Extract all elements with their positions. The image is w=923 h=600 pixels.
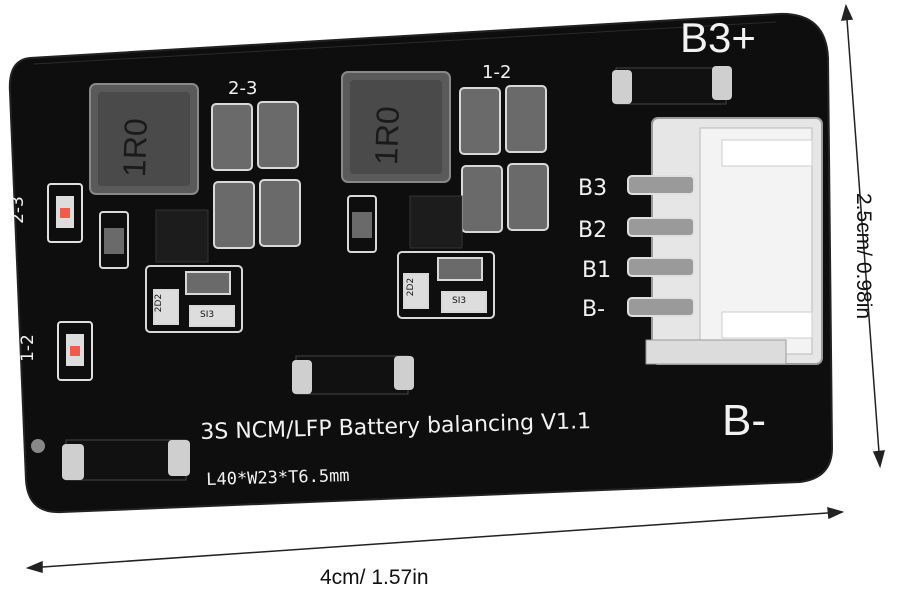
inductor-right: 1R0: [341, 71, 451, 183]
pin-label-b1: B1: [582, 258, 612, 283]
capacitor-group-left: [211, 101, 301, 249]
corner-label-b-minus: B-: [722, 396, 766, 445]
cap-group-label-2-3: 2-3: [228, 78, 258, 99]
height-dimension-line: [840, 3, 886, 469]
part-marking-si3-left: SI3: [200, 310, 215, 320]
led-2-3: [47, 183, 83, 243]
connector-pins: [627, 175, 695, 317]
smd-cluster-right: [397, 251, 495, 319]
shunt-resistor-top: [612, 66, 732, 105]
resistor-right: [347, 195, 377, 253]
inductor-left-marking: 1R0: [116, 118, 154, 178]
mounting-dot: [31, 439, 45, 453]
ic-chip-left: [155, 209, 209, 263]
smd-cluster-left: [145, 265, 243, 333]
resistor-left: [99, 211, 129, 269]
part-marking-2d2-right: 2D2: [406, 277, 417, 297]
jst-connector: [645, 117, 823, 365]
ic-chip-right: [409, 195, 463, 249]
shunt-resistor-bottom: [62, 439, 190, 481]
width-dimension-line: [25, 506, 845, 573]
led-label-1-2: 1-2: [17, 334, 38, 362]
corner-label-b3-plus: B3+: [680, 14, 756, 61]
inductor-left: 1R0: [89, 83, 199, 195]
pin-label-b3: B3: [578, 176, 608, 201]
pin-label-b2: B2: [578, 218, 608, 243]
height-dimension-label: 2.5cm/ 0.98in: [852, 192, 876, 320]
cap-group-label-1-2: 1-2: [482, 62, 512, 83]
led-1-2: [57, 321, 93, 381]
led-label-2-3: 2-3: [7, 196, 28, 224]
part-marking-si3-right: SI3: [452, 296, 467, 306]
shunt-resistor-middle: [292, 355, 414, 395]
board-size-marking: L40*W23*T6.5mm: [206, 465, 350, 490]
capacitor-group-right: [459, 85, 549, 233]
width-dimension-label: 4cm/ 1.57in: [320, 566, 429, 589]
pin-label-b-minus: B-: [582, 297, 606, 322]
part-marking-2d2-left: 2D2: [154, 293, 165, 313]
inductor-right-marking: 1R0: [368, 106, 406, 166]
